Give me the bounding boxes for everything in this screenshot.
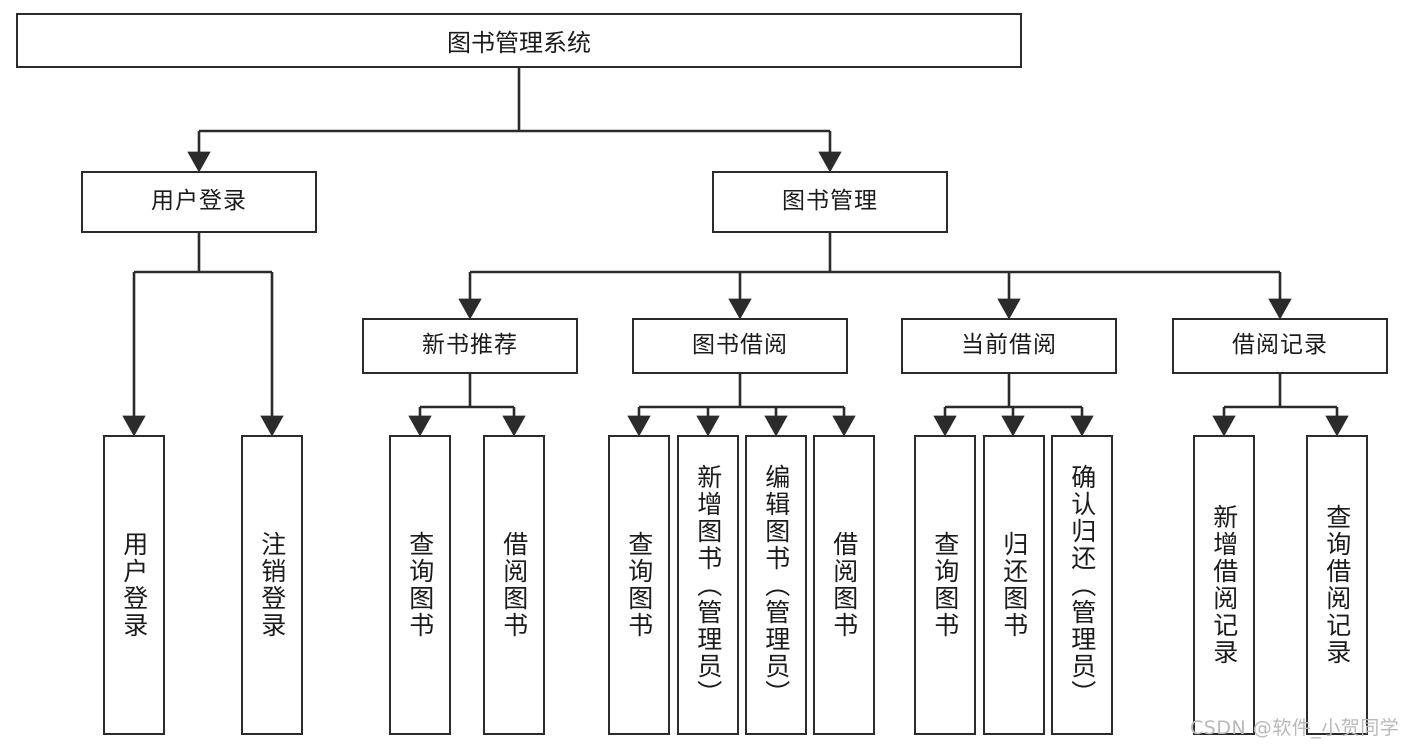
node-leaf-confirm-return[interactable]: 确认归还（管理员） <box>1051 435 1113 735</box>
node-leaf-borrow-book[interactable]: 借阅图书 <box>813 435 875 735</box>
node-leaf-edit-book[interactable]: 编辑图书（管理员） <box>745 435 807 735</box>
node-leaf-logout[interactable]: 注销登录 <box>241 435 303 735</box>
node-leaf-rec-query-label: 查询图书 <box>405 531 435 639</box>
node-root[interactable]: 图书管理系统 <box>16 13 1022 68</box>
node-leaf-confirm-return-label: 确认归还（管理员） <box>1067 463 1097 707</box>
node-borrow-record-label: 借阅记录 <box>1232 332 1328 359</box>
node-leaf-rec-query[interactable]: 查询图书 <box>389 435 451 735</box>
node-leaf-user-login[interactable]: 用户登录 <box>103 435 165 735</box>
node-leaf-add-book[interactable]: 新增图书（管理员） <box>677 435 739 735</box>
node-book-manage-label: 图书管理 <box>782 188 878 215</box>
node-book-manage[interactable]: 图书管理 <box>712 171 948 233</box>
node-leaf-edit-book-label: 编辑图书（管理员） <box>761 463 791 707</box>
node-leaf-logout-label: 注销登录 <box>257 531 287 639</box>
csdn-watermark: CSDN @软件_小贺同学 <box>1190 717 1400 739</box>
node-new-book-rec-label: 新书推荐 <box>422 332 518 359</box>
node-leaf-query-record[interactable]: 查询借阅记录 <box>1306 435 1368 735</box>
node-leaf-query-record-label: 查询借阅记录 <box>1322 504 1352 666</box>
node-leaf-user-login-label: 用户登录 <box>119 531 149 639</box>
node-leaf-cur-query-label: 查询图书 <box>930 531 960 639</box>
node-leaf-borrow-book-label: 借阅图书 <box>829 531 859 639</box>
node-leaf-borrow-query[interactable]: 查询图书 <box>608 435 670 735</box>
node-new-book-rec[interactable]: 新书推荐 <box>362 318 578 374</box>
node-book-borrow-label: 图书借阅 <box>692 332 788 359</box>
node-leaf-cur-query[interactable]: 查询图书 <box>914 435 976 735</box>
node-current-borrow-label: 当前借阅 <box>961 332 1057 359</box>
node-user-login[interactable]: 用户登录 <box>81 171 317 233</box>
node-leaf-rec-borrow[interactable]: 借阅图书 <box>483 435 545 735</box>
node-leaf-add-book-label: 新增图书（管理员） <box>693 463 723 707</box>
node-leaf-add-record[interactable]: 新增借阅记录 <box>1193 435 1255 735</box>
node-current-borrow[interactable]: 当前借阅 <box>901 318 1117 374</box>
node-leaf-add-record-label: 新增借阅记录 <box>1209 504 1239 666</box>
node-user-login-label: 用户登录 <box>151 188 247 215</box>
node-book-borrow[interactable]: 图书借阅 <box>632 318 848 374</box>
node-leaf-return-book[interactable]: 归还图书 <box>983 435 1045 735</box>
node-leaf-borrow-query-label: 查询图书 <box>624 531 654 639</box>
node-leaf-return-book-label: 归还图书 <box>999 531 1029 639</box>
node-borrow-record[interactable]: 借阅记录 <box>1172 318 1388 374</box>
node-leaf-rec-borrow-label: 借阅图书 <box>499 531 529 639</box>
node-root-label: 图书管理系统 <box>447 29 591 57</box>
